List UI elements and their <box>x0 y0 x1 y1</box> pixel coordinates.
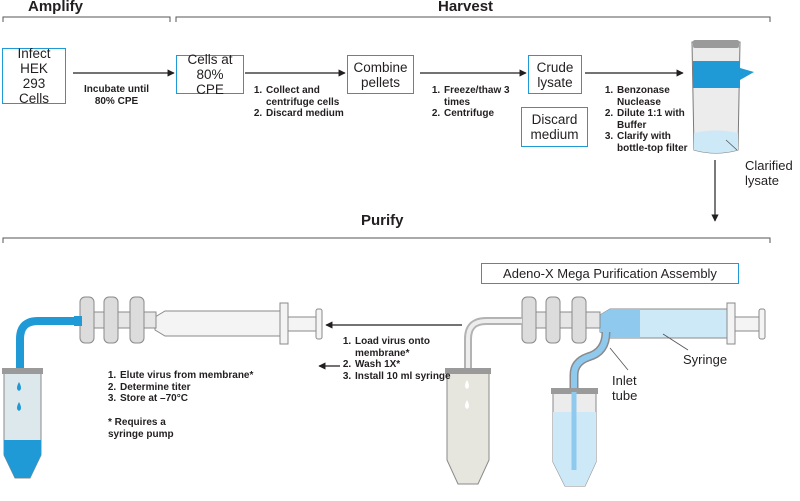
section-brackets <box>2 16 771 243</box>
step-elute: Elute virus from membrane* <box>119 370 289 382</box>
step-discard: Discard medium <box>265 108 365 120</box>
combine-pellets-box: Combine pellets <box>347 55 414 94</box>
elution-assembly-icon <box>2 296 323 479</box>
cells-cpe-box: Cells at 80% CPE <box>176 52 244 97</box>
discard-medium-box: Discard medium <box>521 107 588 147</box>
section-title-amplify: Amplify <box>28 0 84 15</box>
crude-lysate-text: Crude lysate <box>536 59 574 90</box>
load-steps: Load virus onto membrane* Wash 1X* Insta… <box>341 336 454 382</box>
section-title-harvest: Harvest <box>438 0 494 15</box>
step-dilute: Dilute 1:1 with Buffer <box>616 108 692 131</box>
step-install: Install 10 ml syringe <box>354 371 454 383</box>
step-centrifuge: Centrifuge <box>443 108 523 120</box>
collect-steps: Collect and centrifuge cells Discard med… <box>252 85 365 120</box>
cells-cpe-text: Cells at 80% CPE <box>187 52 233 97</box>
step-store: Store at –70°C <box>119 393 289 405</box>
step-freeze: Freeze/thaw 3 times <box>443 85 523 108</box>
assembly-title-text: Adeno-X Mega Purification Assembly <box>503 266 717 281</box>
infect-cells-text: Infect HEK 293 Cells <box>17 46 51 106</box>
step-collect: Collect and centrifuge cells <box>265 85 365 108</box>
step-load: Load virus onto membrane* <box>354 336 454 359</box>
discard-medium-text: Discard medium <box>530 112 579 142</box>
assembly-title-box: Adeno-X Mega Purification Assembly <box>481 263 739 284</box>
freeze-steps: Freeze/thaw 3 times Centrifuge <box>430 85 523 120</box>
flow-arrows <box>73 69 719 370</box>
benzonase-steps: Benzonase Nuclease Dilute 1:1 with Buffe… <box>603 85 692 154</box>
incubate-caption: Incubate until 80% CPE <box>84 84 149 107</box>
crude-lysate-box: Crude lysate <box>528 55 582 94</box>
step-clarify: Clarify with bottle-top filter <box>616 131 692 154</box>
clarified-lysate-label: Clarified lysate <box>745 158 793 188</box>
section-title-purify: Purify <box>361 212 404 229</box>
bottle-top-filter-icon <box>691 40 754 154</box>
elute-steps: Elute virus from membrane* Determine tit… <box>106 370 289 405</box>
step-titer: Determine titer <box>119 382 289 394</box>
inlet-tube-label: Inlet tube <box>612 373 638 403</box>
combine-pellets-text: Combine pellets <box>353 59 408 90</box>
syringe-pump-footnote: * Requires a syringe pump <box>108 417 174 440</box>
syringe-label: Syringe <box>683 352 728 367</box>
loading-assembly-icon <box>445 296 766 487</box>
step-wash: Wash 1X* <box>354 359 454 371</box>
infect-cells-box: Infect HEK 293 Cells <box>2 46 66 106</box>
step-benzonase: Benzonase Nuclease <box>616 85 692 108</box>
